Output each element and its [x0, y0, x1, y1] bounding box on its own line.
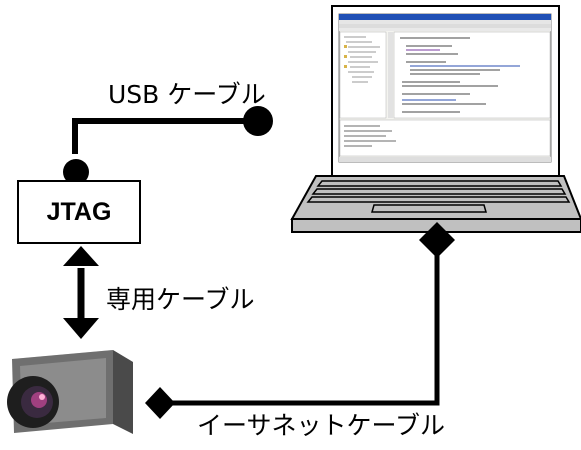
circle-connector-icon [243, 106, 273, 136]
ethernet-cable-label: イーサネットケーブル [197, 411, 446, 440]
ide-project-tree [339, 31, 387, 119]
diamond-connector-icon [145, 387, 175, 419]
camera-icon [7, 350, 133, 434]
dedicated-cable-label: 専用ケーブル [106, 285, 255, 314]
laptop-icon [290, 5, 581, 233]
usb-cable [63, 106, 273, 185]
double-arrow-icon [63, 246, 99, 339]
jtag-box: JTAG [17, 180, 141, 244]
diamond-connector-icon [419, 222, 455, 258]
usb-cable-label: USB ケーブル [108, 80, 266, 109]
ide-window [338, 13, 552, 163]
ide-console [339, 119, 551, 157]
circle-connector-icon [63, 159, 89, 185]
ide-code-editor [393, 31, 551, 119]
ide-title-bar [339, 14, 551, 20]
laptop-touchpad [371, 204, 487, 213]
ethernet-cable [145, 222, 455, 419]
jtag-label: JTAG [46, 197, 112, 226]
